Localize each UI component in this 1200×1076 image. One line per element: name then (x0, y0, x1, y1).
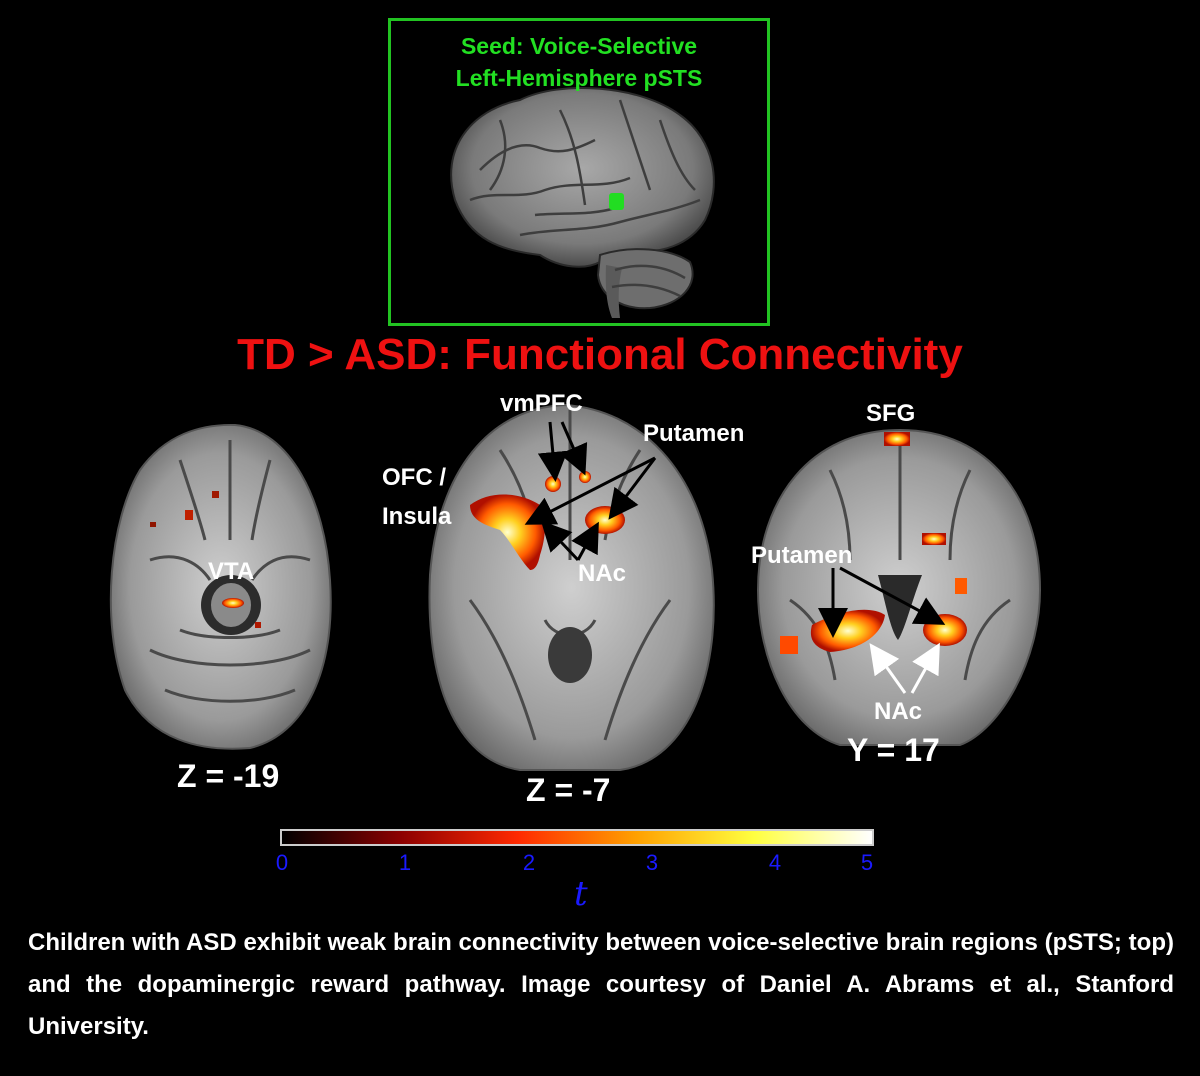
colorbar-tick-1: 1 (398, 850, 412, 875)
seed-title-line1: Seed: Voice-Selective (460, 33, 698, 59)
lateral-brain-render (450, 87, 715, 318)
axial-slice-middle (428, 403, 715, 771)
label-nac-axial: NAc (578, 560, 627, 587)
coordinate-y-17: Y = 17 (847, 732, 940, 768)
figure-caption: Children with ASD exhibit weak brain con… (28, 929, 1174, 1040)
label-putamen-axial: Putamen (643, 420, 745, 447)
coordinate-z-19: Z = -19 (177, 758, 280, 794)
colorbar-tick-3: 3 (645, 850, 659, 875)
annotation-arrows (524, 421, 946, 694)
colorbar-axis-label: t (574, 874, 588, 914)
label-vmpfc: vmPFC (500, 390, 583, 417)
coordinate-z-7: Z = -7 (526, 772, 611, 808)
label-sfg: SFG (866, 400, 916, 427)
label-vta: VTA (208, 558, 255, 585)
colorbar-tick-5: 5 (860, 850, 874, 875)
t-value-colorbar (280, 829, 874, 846)
axial-slice-ventral (109, 423, 332, 750)
label-putamen-coronal: Putamen (751, 542, 853, 569)
colorbar-tick-0: 0 (275, 850, 289, 875)
label-insula: Insula (382, 503, 452, 530)
colorbar-tick-4: 4 (768, 850, 782, 875)
seed-title-line2: Left-Hemisphere pSTS (455, 65, 703, 91)
seed-region-panel: Seed: Voice-Selective Left-Hemisphere pS… (388, 18, 770, 326)
label-ofc: OFC / (382, 464, 446, 491)
label-nac-coronal: NAc (874, 698, 923, 725)
figure-title: TD > ASD: Functional Connectivity (237, 330, 963, 379)
colorbar-tick-2: 2 (522, 850, 536, 875)
